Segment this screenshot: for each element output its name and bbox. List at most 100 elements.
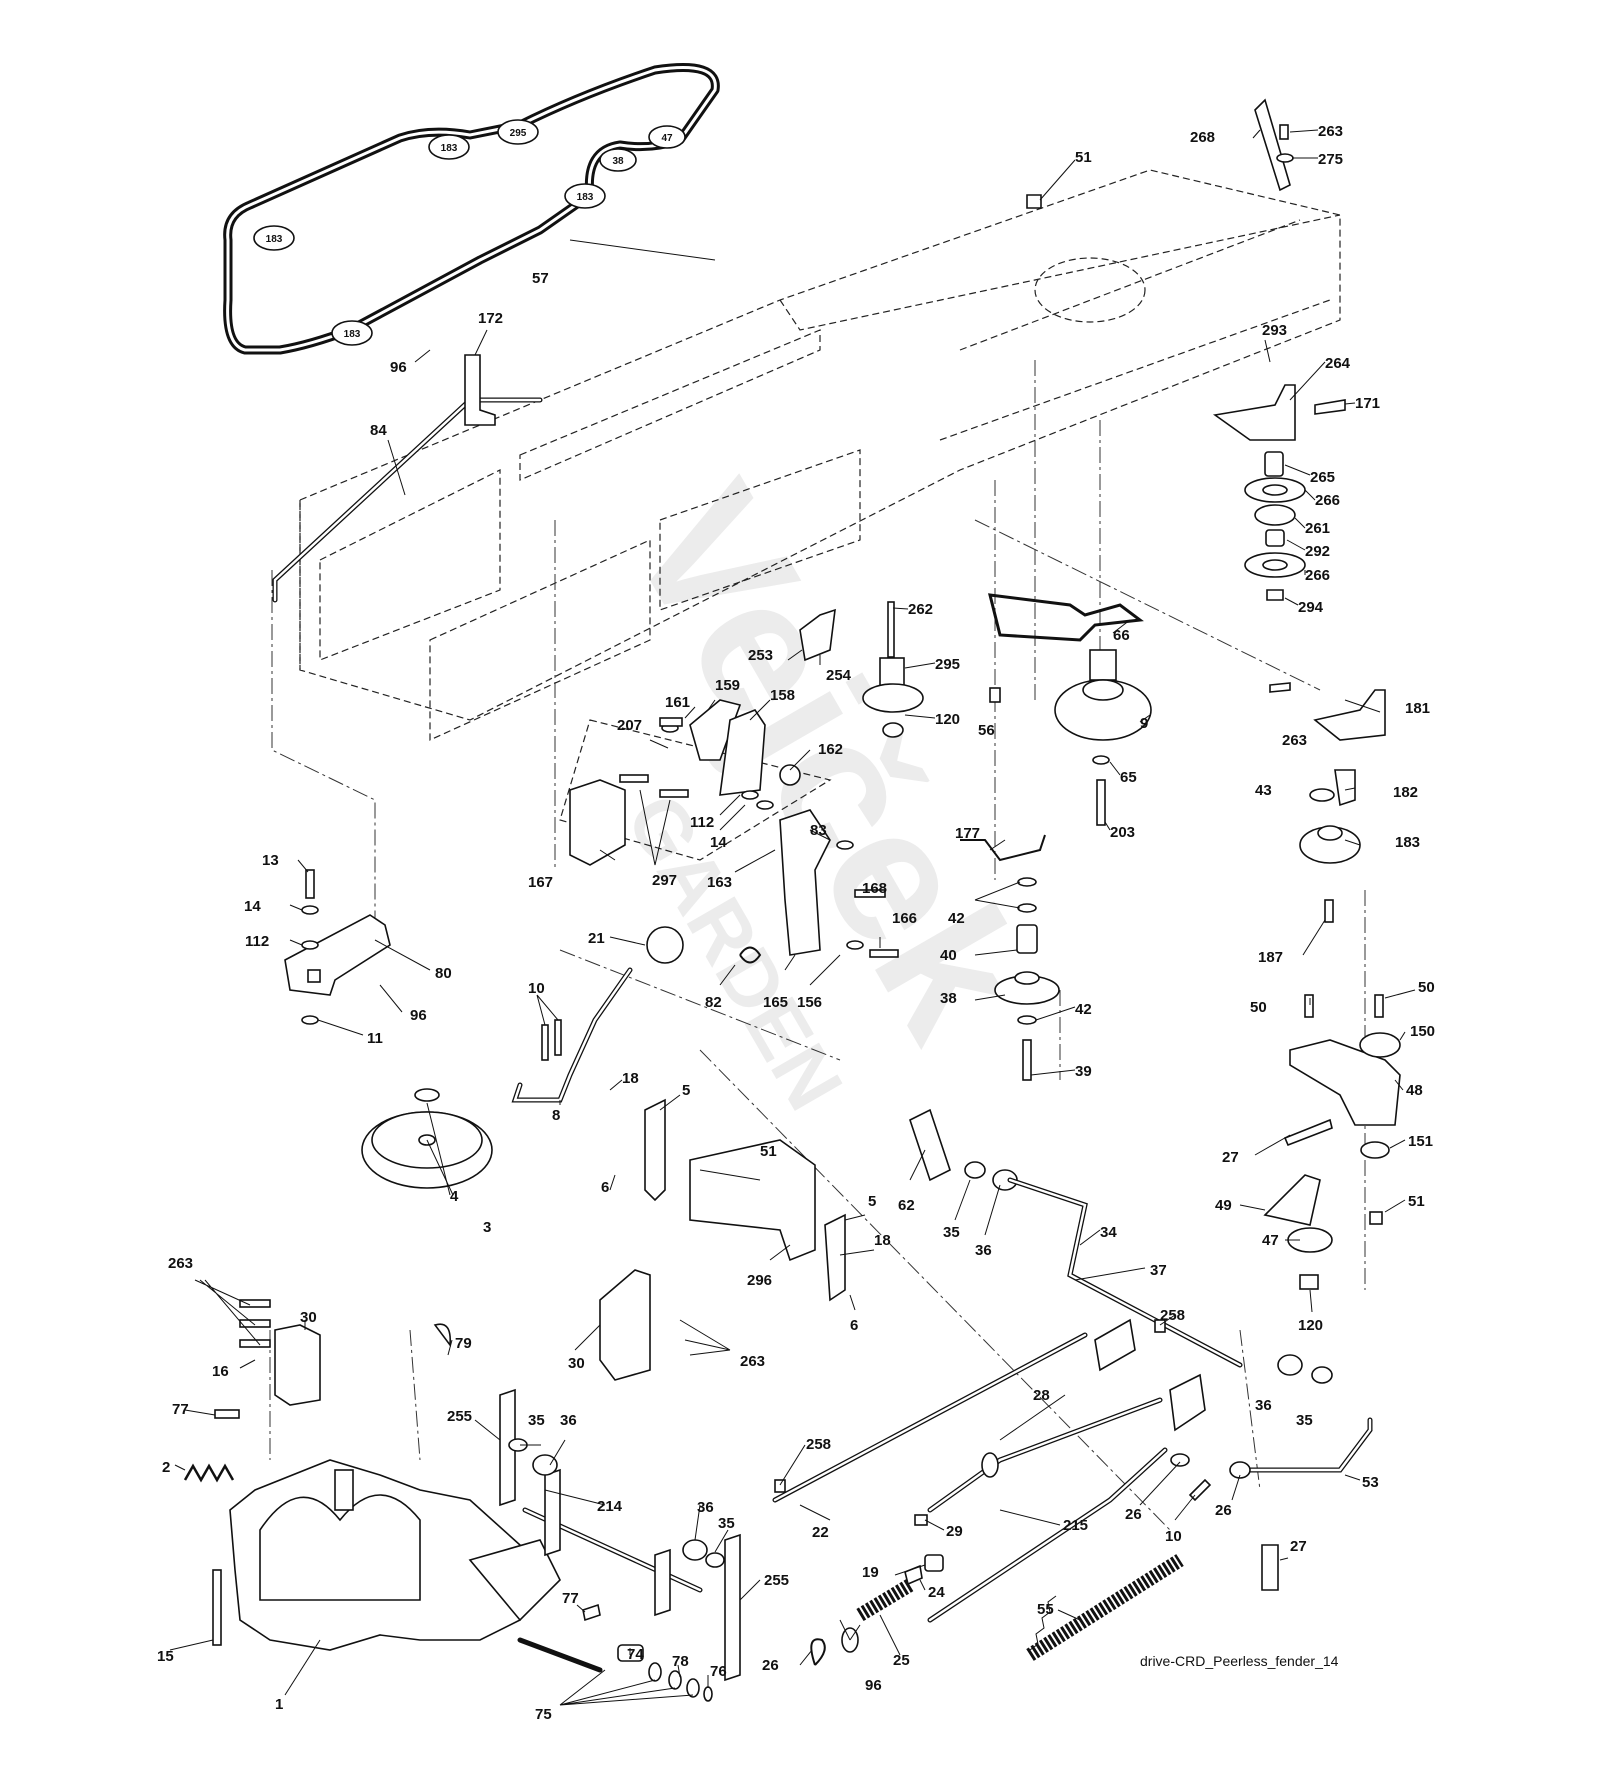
callout: 14 — [244, 898, 261, 915]
callout: 177 — [955, 825, 980, 842]
callout: 293 — [1262, 322, 1287, 339]
callout: 1 — [275, 1696, 283, 1713]
callout: 16 — [212, 1363, 229, 1380]
belt-pulley-183: 183 — [253, 225, 295, 251]
callout: 171 — [1355, 395, 1380, 412]
callout: 50 — [1250, 999, 1267, 1016]
callout: 42 — [948, 910, 965, 927]
callout: 84 — [370, 422, 387, 439]
callout: 35 — [943, 1224, 960, 1241]
callout: 297 — [652, 872, 677, 889]
callout: 11 — [367, 1030, 383, 1047]
belt-pulley-label: 295 — [510, 128, 527, 139]
callout: 163 — [707, 874, 732, 891]
callout: 47 — [1262, 1232, 1279, 1249]
diagram-caption: drive-CRD_Peerless_fender_14 — [1140, 1653, 1339, 1669]
belt-pulley-295: 295 — [497, 119, 539, 145]
callout: 36 — [975, 1242, 992, 1259]
callout: 8 — [552, 1107, 560, 1124]
callout: 165 — [763, 994, 788, 1011]
belt-pulley-47: 47 — [648, 125, 686, 149]
callout: 265 — [1310, 469, 1335, 486]
callout: 10 — [528, 980, 545, 997]
callout: 77 — [562, 1590, 579, 1607]
callout: 168 — [862, 880, 887, 897]
callout: 29 — [946, 1523, 963, 1540]
callout: 158 — [770, 687, 795, 704]
callout: 27 — [1222, 1149, 1239, 1166]
callout: 15 — [157, 1648, 174, 1665]
callout: 13 — [262, 852, 279, 869]
callout: 120 — [935, 711, 960, 728]
callout: 48 — [1406, 1082, 1423, 1099]
callout: 266 — [1305, 567, 1330, 584]
callout: 207 — [617, 717, 642, 734]
callout: 78 — [672, 1653, 689, 1670]
callout: 6 — [601, 1179, 609, 1196]
callout: 21 — [588, 930, 605, 947]
callout: 38 — [940, 990, 957, 1007]
callout: 14 — [710, 834, 727, 851]
callout: 275 — [1318, 151, 1343, 168]
callout: 24 — [928, 1584, 945, 1601]
callout: 18 — [622, 1070, 639, 1087]
callout: 151 — [1408, 1133, 1433, 1150]
callout: 22 — [812, 1524, 829, 1541]
callout: 2 — [162, 1459, 170, 1476]
callout: 263 — [740, 1353, 765, 1370]
callout: 30 — [568, 1355, 585, 1372]
callout: 79 — [455, 1335, 472, 1352]
leader-lines — [169, 129, 1416, 1706]
callout: 5 — [682, 1082, 690, 1099]
callout: 150 — [1410, 1023, 1435, 1040]
callout: 181 — [1405, 700, 1430, 717]
belt-pulley-183: 183 — [564, 183, 606, 209]
callout: 37 — [1150, 1262, 1167, 1279]
watermark-brand: Vejček — [590, 452, 1070, 1071]
callout: 4 — [450, 1188, 459, 1205]
callout: 35 — [718, 1515, 735, 1532]
callout: 167 — [528, 874, 553, 891]
callout: 53 — [1362, 1474, 1379, 1491]
callout: 266 — [1315, 492, 1340, 509]
callout: 258 — [806, 1436, 831, 1453]
callout: 57 — [532, 270, 549, 287]
belt-pulley-183: 183 — [331, 320, 373, 346]
callout: 214 — [597, 1498, 623, 1515]
callout: 295 — [935, 656, 960, 673]
callout: 28 — [1033, 1387, 1050, 1404]
callout: 5 — [868, 1193, 876, 1210]
callout: 55 — [1037, 1601, 1054, 1618]
callout: 162 — [818, 741, 843, 758]
callout: 43 — [1255, 782, 1272, 799]
callout: 263 — [1318, 123, 1343, 140]
callout: 66 — [1113, 627, 1130, 644]
callout: 253 — [748, 647, 773, 664]
callout: 96 — [390, 359, 407, 376]
callout: 182 — [1393, 784, 1418, 801]
callout: 294 — [1298, 599, 1324, 616]
callout: 51 — [1408, 1193, 1425, 1210]
belt-pulley-38: 38 — [599, 148, 637, 172]
callout: 255 — [447, 1408, 472, 1425]
callout: 39 — [1075, 1063, 1092, 1080]
belt-pulley-label: 183 — [266, 234, 283, 245]
callout: 183 — [1395, 834, 1420, 851]
callout: 258 — [1160, 1307, 1185, 1324]
callout: 166 — [892, 910, 917, 927]
callout: 49 — [1215, 1197, 1232, 1214]
callout: 215 — [1063, 1517, 1088, 1534]
callout: 264 — [1325, 355, 1351, 372]
callout: 262 — [908, 601, 933, 618]
callout: 263 — [1282, 732, 1307, 749]
callout: 292 — [1305, 543, 1330, 560]
callout: 112 — [245, 933, 269, 950]
callout: 19 — [862, 1564, 879, 1581]
callout: 6 — [850, 1317, 858, 1334]
drive-belt: 295 47 183 38 183 183 183 — [223, 63, 720, 355]
callout: 120 — [1298, 1317, 1323, 1334]
callout: 112 — [690, 814, 714, 831]
callout: 34 — [1100, 1224, 1117, 1241]
callout: 51 — [1075, 149, 1092, 166]
